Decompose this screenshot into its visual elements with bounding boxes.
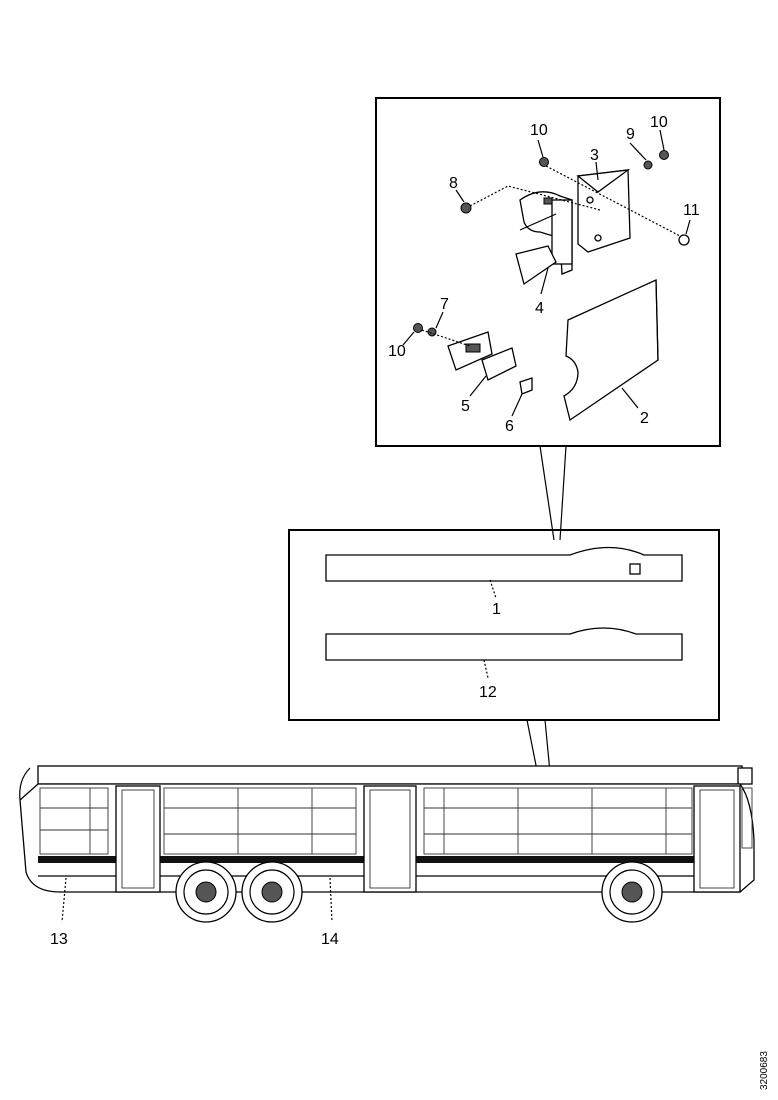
bus-windows — [39, 787, 753, 855]
part-5-small-bracket — [447, 331, 517, 381]
callout-14: 14 — [321, 931, 339, 948]
part-9-washer — [643, 160, 653, 170]
part-11-bolt — [678, 234, 690, 246]
part-10-nut — [413, 150, 669, 333]
callout-10: 10 — [650, 114, 668, 131]
callout-12: 12 — [479, 684, 497, 701]
bus-side-view — [19, 765, 755, 923]
callout-11: 11 — [683, 202, 700, 219]
part-2-plate — [563, 279, 659, 422]
callout-6: 6 — [505, 418, 514, 435]
part-12-skirt-panel — [325, 627, 683, 679]
part-3-bracket — [576, 169, 631, 253]
callout-8: 8 — [449, 175, 458, 192]
bus-wheels — [175, 861, 663, 923]
part-4-clamp — [515, 191, 573, 286]
callout-9: 9 — [626, 126, 635, 143]
callout-10: 10 — [530, 122, 548, 139]
panels-box: 1 12 — [288, 529, 720, 721]
connector-detail-to-panels — [539, 445, 567, 541]
callout-7: 7 — [440, 296, 449, 313]
figure-code: 3200683 — [759, 1051, 770, 1090]
callout-3: 3 — [590, 147, 599, 164]
part-1-skirt-panel — [325, 546, 683, 599]
bus-doors — [115, 785, 741, 893]
callout-5: 5 — [461, 398, 470, 415]
part-6-bolt — [519, 377, 533, 395]
callout-4: 4 — [535, 300, 544, 317]
callout-2: 2 — [640, 410, 649, 427]
leader-lines-detail — [402, 129, 691, 417]
part-8-bolt — [460, 202, 472, 214]
callout-13: 13 — [50, 931, 68, 948]
callout-1: 1 — [492, 601, 501, 618]
detail-box-bracket-assembly: 10 3 9 10 8 11 4 7 10 5 6 2 — [375, 97, 721, 447]
callout-10: 10 — [388, 343, 406, 360]
